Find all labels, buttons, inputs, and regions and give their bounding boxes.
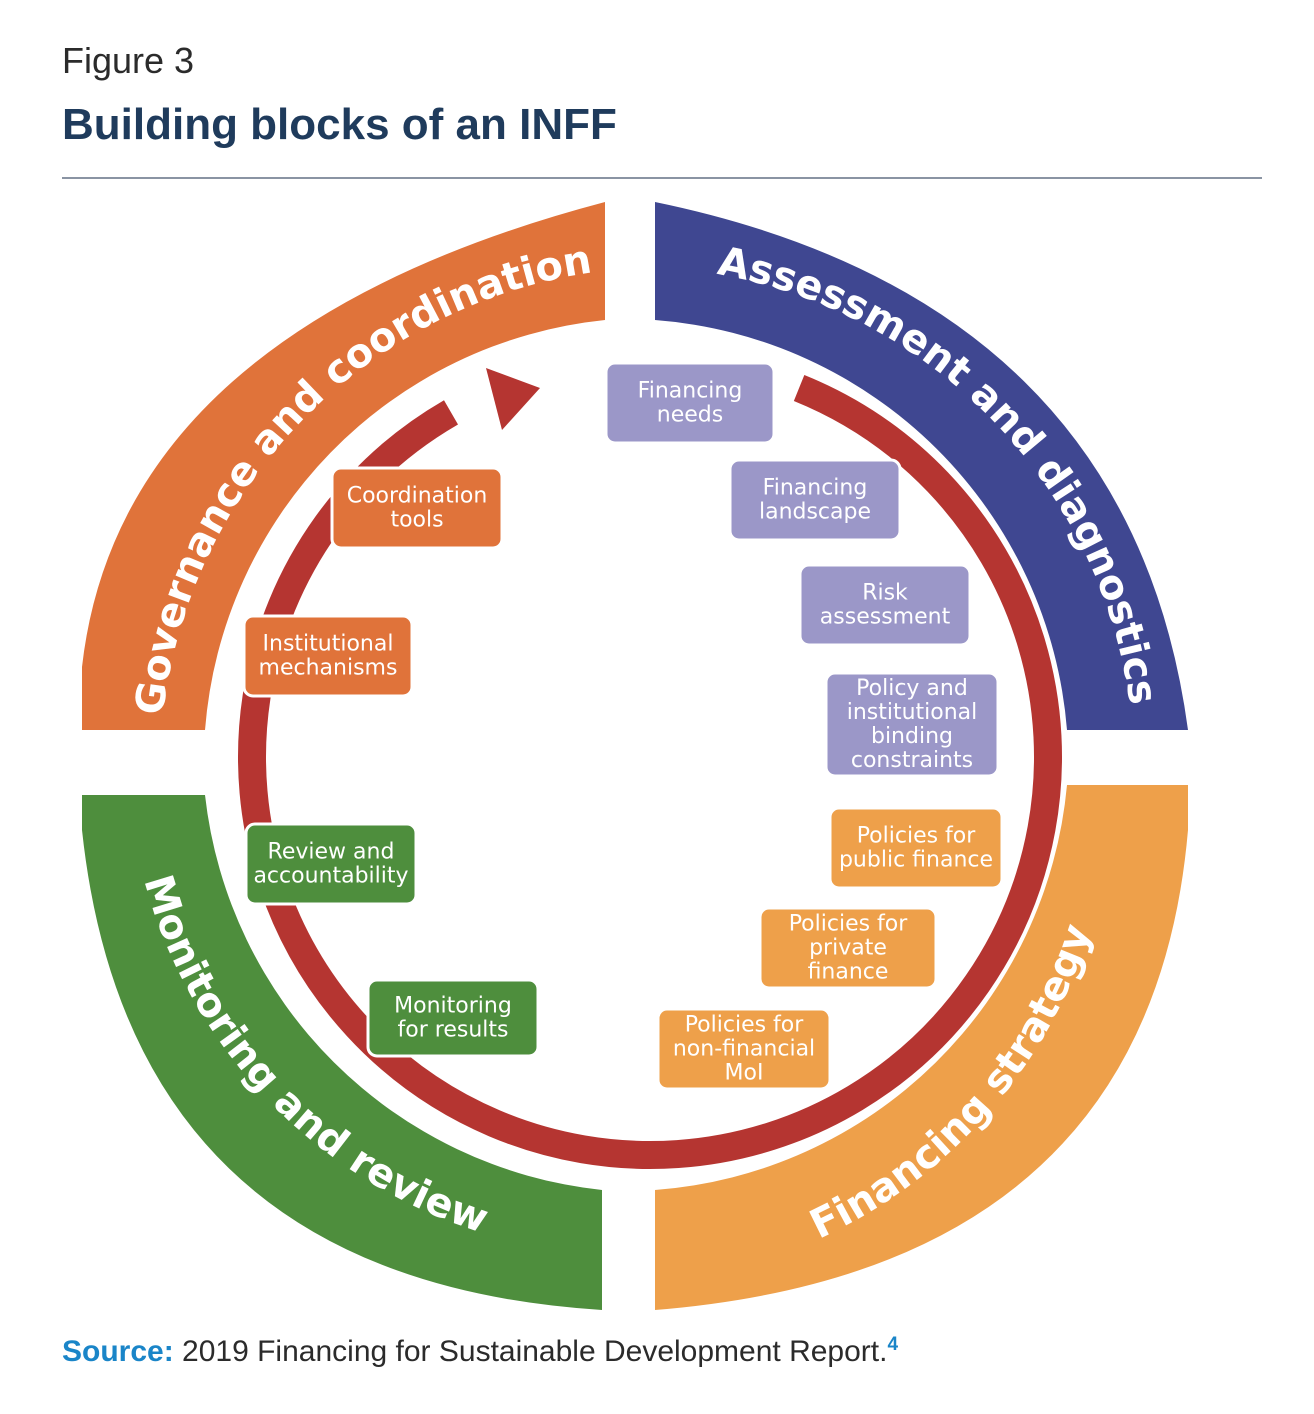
block-label-line: tools <box>390 508 443 533</box>
block-box <box>330 466 504 550</box>
block-label-line: Risk <box>862 581 908 606</box>
block-box <box>242 614 414 698</box>
block-label-line: binding <box>871 724 953 749</box>
building-blocks: FinancingneedsFinancinglandscapeRiskasse… <box>242 361 1004 1091</box>
figure-title: Building blocks of an INFF <box>62 100 617 149</box>
block-label-line: for results <box>398 1018 509 1043</box>
block-box <box>824 671 1000 778</box>
inff-diagram: Governance and coordination Assessment a… <box>82 202 1188 1310</box>
block-label-line: needs <box>657 403 723 428</box>
outer-ring <box>82 202 1188 1310</box>
block-label-line: Policies for <box>857 824 977 849</box>
block-label-line: Institutional <box>263 632 394 657</box>
block-box <box>604 361 776 445</box>
title-divider <box>62 177 1262 179</box>
block-label-line: Financing <box>638 379 743 404</box>
block-label-line: finance <box>808 960 889 985</box>
block-label-line: Policies for <box>685 1013 805 1038</box>
block-box <box>656 1007 832 1091</box>
block-3: Policy andinstitutionalbindingconstraint… <box>824 671 1000 778</box>
block-label-line: private <box>809 936 887 961</box>
block-label-line: Financing <box>763 476 868 501</box>
block-label-line: Monitoring <box>394 994 512 1019</box>
block-box <box>828 806 1004 890</box>
source-label: Source: <box>62 1335 174 1368</box>
block-label-line: Review and <box>268 840 395 865</box>
block-box <box>244 822 418 906</box>
source-note: Source: 2019 Financing for Sustainable D… <box>62 1334 898 1369</box>
block-label-line: Policies for <box>789 912 909 937</box>
governance-segment <box>82 202 605 730</box>
block-label-line: MoI <box>725 1061 764 1086</box>
block-label-line: non-financial <box>673 1037 815 1062</box>
figure-label: Figure 3 <box>62 40 195 81</box>
cycle-arrowhead <box>486 368 540 430</box>
block-box <box>758 906 938 990</box>
block-label-line: accountability <box>253 864 408 889</box>
block-box <box>728 458 902 542</box>
block-label-line: institutional <box>847 700 978 725</box>
source-footnote: 4 <box>887 1334 899 1355</box>
source-text: 2019 Financing for Sustainable Developme… <box>173 1335 888 1368</box>
block-box <box>366 978 540 1058</box>
assessment-segment <box>655 202 1188 730</box>
block-label-line: public finance <box>839 848 993 873</box>
block-label-line: landscape <box>759 500 871 525</box>
monitoring-segment <box>82 795 602 1310</box>
block-box <box>798 563 972 647</box>
block-label-line: Policy and <box>856 676 968 701</box>
block-label-line: constraints <box>851 748 973 773</box>
block-label-line: assessment <box>820 605 951 630</box>
block-label-line: Coordination <box>347 484 488 509</box>
block-label-line: mechanisms <box>259 656 398 681</box>
financing-segment <box>655 785 1188 1310</box>
